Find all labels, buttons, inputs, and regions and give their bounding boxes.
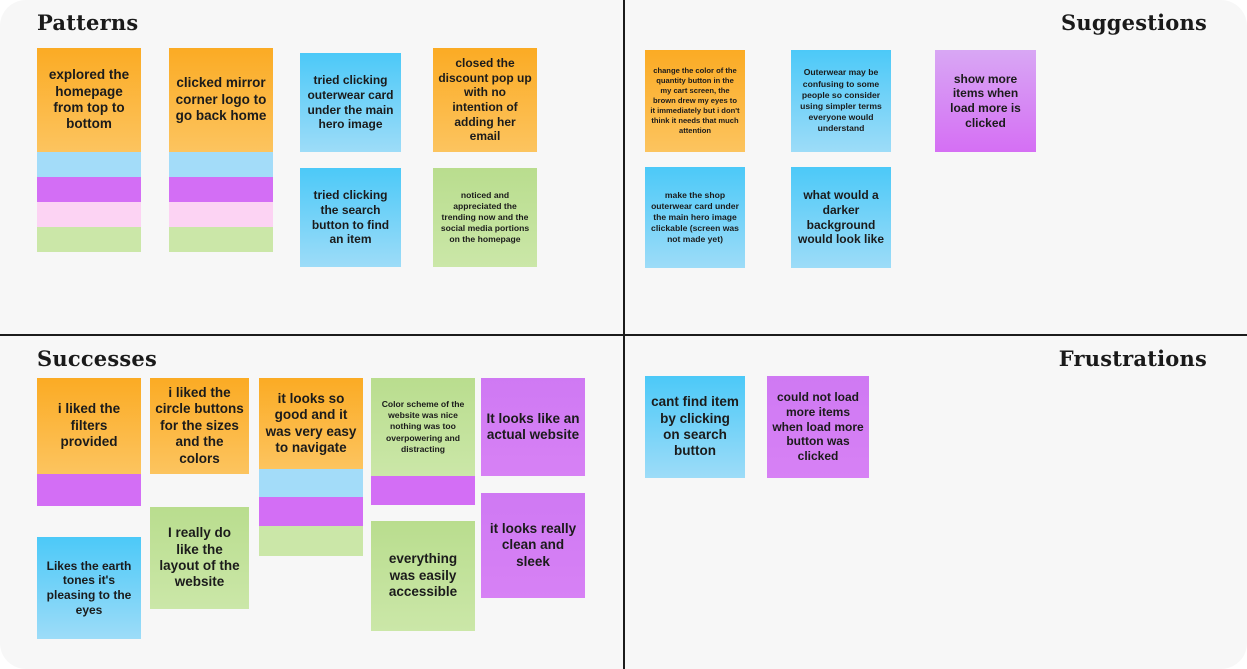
sticky-note[interactable]: Likes the earth tones it's pleasing to t… [37,537,141,639]
sticky-note[interactable]: I really do like the layout of the websi… [150,507,249,609]
note-stack-strip[interactable] [37,227,141,252]
note-stack-strip[interactable] [169,177,273,202]
sticky-note[interactable]: cant find item by clicking on search but… [645,376,745,478]
note-stack-strip[interactable] [371,476,475,505]
sticky-note[interactable]: what would a darker background would loo… [791,167,891,268]
sticky-note[interactable]: noticed and appreciated the trending now… [433,168,537,267]
sticky-note[interactable]: everything was easily accessible [371,521,475,631]
note-stack-strip[interactable] [169,227,273,252]
sticky-note[interactable]: Outerwear may be confusing to some peopl… [791,50,891,152]
note-stack-strip[interactable] [169,202,273,227]
sticky-note[interactable]: explored the homepage from top to bottom [37,48,141,152]
sticky-note[interactable]: i liked the filters provided [37,378,141,474]
note-stack-strip[interactable] [37,152,141,177]
sticky-note[interactable]: closed the discount pop up with no inten… [433,48,537,152]
quadrant-title-successes: Successes [37,346,157,371]
note-stack-strip[interactable] [37,177,141,202]
quadrant-title-frustrations: Frustrations [1058,346,1207,371]
note-stack-strip[interactable] [169,152,273,177]
sticky-note[interactable]: Color scheme of the website was nice not… [371,378,475,476]
sticky-note[interactable]: show more items when load more is clicke… [935,50,1036,152]
sticky-note[interactable]: It looks like an actual website [481,378,585,476]
note-stack-strip[interactable] [37,474,141,506]
sticky-note[interactable]: it looks so good and it was very easy to… [259,378,363,469]
note-stack-strip[interactable] [37,202,141,227]
sticky-note[interactable]: could not load more items when load more… [767,376,869,478]
note-stack-strip[interactable] [259,497,363,526]
horizontal-divider [0,334,1247,336]
sticky-note[interactable]: tried clicking the search button to find… [300,168,401,267]
sticky-note[interactable]: make the shop outerwear card under the m… [645,167,745,268]
sticky-note[interactable]: change the color of the quantity button … [645,50,745,152]
sticky-note[interactable]: tried clicking outerwear card under the … [300,53,401,152]
quadrant-title-suggestions: Suggestions [1061,10,1207,35]
sticky-note[interactable]: i liked the circle buttons for the sizes… [150,378,249,474]
note-stack-strip[interactable] [259,469,363,497]
sticky-note[interactable]: it looks really clean and sleek [481,493,585,598]
note-stack-strip[interactable] [259,526,363,556]
quadrant-title-patterns: Patterns [37,10,139,35]
sticky-note[interactable]: clicked mirror corner logo to go back ho… [169,48,273,152]
